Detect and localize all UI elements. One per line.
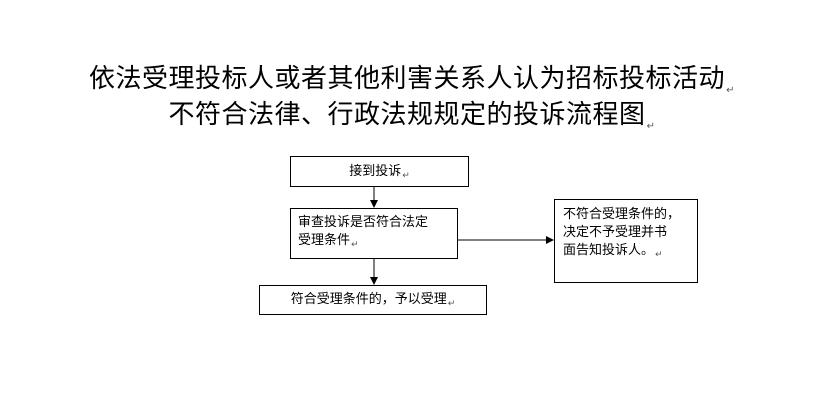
paragraph-mark: ↵ xyxy=(402,171,410,181)
node-review-text-1: 审查投诉是否符合法定 xyxy=(298,215,429,230)
node-receive-complaint: 接到投诉↵ xyxy=(290,156,469,187)
paragraph-mark: ↵ xyxy=(447,299,456,309)
paragraph-mark: ↵ xyxy=(655,250,663,260)
node-reject-text-1: 不符合受理条件的， xyxy=(563,207,681,222)
title-text-2: 不符合法律、行政法规规定的投诉流程图 xyxy=(168,100,646,130)
node-review-text-2: 受理条件 xyxy=(298,233,351,248)
node-reject-text-3: 面告知投诉人。 xyxy=(563,243,655,258)
title-line-2: 不符合法律、行政法规规定的投诉流程图↵ xyxy=(0,94,824,132)
paragraph-mark: ↵ xyxy=(351,240,359,250)
node-reject-text-2: 决定不予受理并书 xyxy=(563,225,668,240)
title-text-1: 依法受理投标人或者其他利害关系人认为招标投标活动 xyxy=(89,64,726,94)
paragraph-mark: ↵ xyxy=(646,121,656,132)
node-reject-complaint: 不符合受理条件的， 决定不予受理并书 面告知投诉人。↵ xyxy=(554,199,698,283)
node-review-complaint: 审查投诉是否符合法定 受理条件↵ xyxy=(290,208,458,259)
node-accept-complaint: 符合受理条件的，予以受理↵ xyxy=(259,285,487,315)
node-receive-text: 接到投诉 xyxy=(349,164,402,179)
node-accept-text: 符合受理条件的，予以受理 xyxy=(290,292,447,307)
paragraph-mark: ↵ xyxy=(726,85,735,96)
title-line-1: 依法受理投标人或者其他利害关系人认为招标投标活动↵ xyxy=(0,58,824,96)
